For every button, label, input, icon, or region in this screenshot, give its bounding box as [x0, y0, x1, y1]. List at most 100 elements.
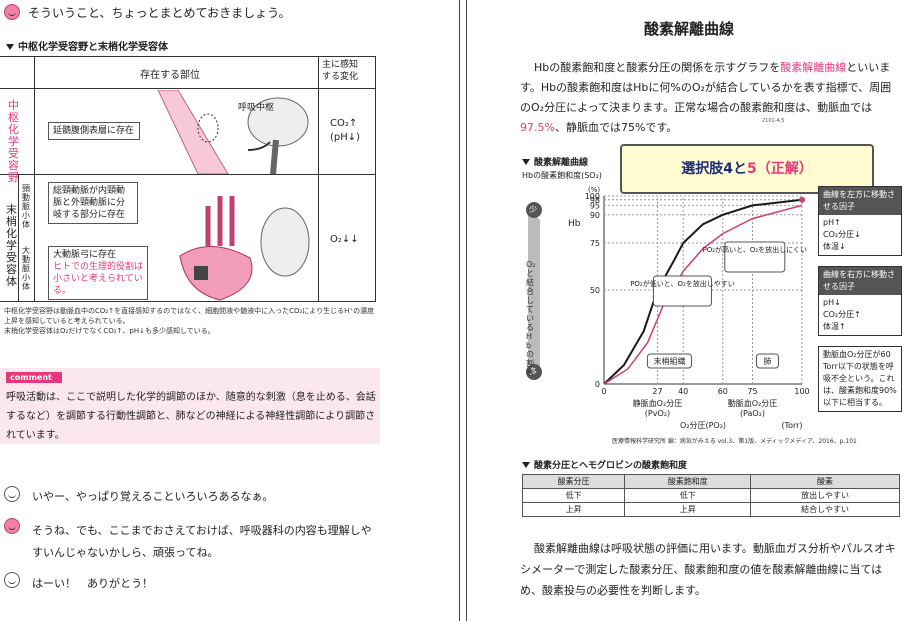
low-po2-note-box — [652, 275, 712, 307]
y-tick-label: 50 — [590, 286, 600, 295]
student-avatar-2-icon — [4, 572, 20, 588]
dialogue-nurse: そうね、でも、ここまでおさえておけば、呼吸器科の内容も理解しやすいんじゃないかし… — [32, 524, 372, 559]
triangle-marker-2-icon — [522, 159, 530, 165]
legend-left-item: CO₂分圧↓ — [823, 230, 861, 239]
note-2: 末梢化学受容体はO₂だけでなくCO₂↑、pH↓も多少感知している。 — [4, 327, 215, 335]
dialogue-student-2: はーい！ ありがとう！ — [32, 577, 153, 590]
sense-ph: (pH↓) — [330, 132, 361, 143]
aortic-location-note: 大動脈弓に存在 ヒトでの生理的役割は小さいと考えられている。 — [48, 246, 148, 300]
question-ref: 2101-4,5 — [762, 118, 785, 124]
answer-callout: 選択肢4と5（正解） — [620, 144, 874, 194]
y-tick-label: 0 — [595, 380, 600, 389]
y-tick-label: 95 — [590, 201, 600, 210]
x-sublabel-unit: (PvO₂) — [645, 409, 670, 418]
y-tick-label: 90 — [590, 211, 600, 220]
x-tick-label: 100 — [794, 387, 809, 396]
table-cell: 結合しやすい — [750, 502, 900, 517]
legend-right-head: 曲線を右方に移動させる因子 — [819, 267, 901, 295]
sense-o2: O₂↓↓ — [330, 234, 359, 245]
x-axis-label: O₂分圧(PO₂) — [680, 421, 726, 430]
band-top-label: 少 — [529, 205, 537, 214]
x-tick-label: 60 — [718, 387, 728, 396]
term-oxygen-dissociation-curve: 酸素解離曲線 — [780, 61, 847, 74]
page-divider — [459, 0, 460, 621]
chart-ylabel: Hbの酸素飽和度(SO₂) — [522, 171, 602, 180]
table-cell: 低下 — [624, 488, 752, 503]
closing-paragraph: 酸素解離曲線は呼吸状態の評価に用います。動脈血ガス分析やパルスオキシメーターで測… — [520, 542, 896, 597]
legend-left-head: 曲線を左方に移動させる因子 — [819, 187, 901, 215]
table-header: 酸素飽和度 — [624, 474, 752, 489]
arterial-saturation-value: 97.5% — [520, 121, 555, 134]
legend-right-box: 曲線を右方に移動させる因子 pH↓ CO₂分圧↑ 体温↑ — [818, 266, 902, 336]
band-bottom-label: 多 — [529, 367, 537, 376]
right-title: 酸素解離曲線 — [644, 20, 735, 38]
hb-label: Hb — [568, 219, 581, 229]
respiratory-failure-note: 動脈血O₂分圧が60 Torr以下の状態を呼吸不全という。これは、酸素飽和度90… — [818, 346, 902, 412]
sense-co2: CO₂↑ — [330, 118, 358, 129]
nurse-avatar-icon — [4, 4, 20, 20]
curve-shift — [603, 204, 803, 385]
student-avatar-icon — [4, 486, 20, 502]
y-tick-label: 100 — [585, 192, 600, 201]
row-peripheral-label: 末梢化学受容体 — [6, 203, 17, 288]
peripheral-tissue-label: 末梢組織 — [653, 356, 685, 366]
y-tick-label: 75 — [590, 239, 600, 248]
chart-source: 医療情報科学研究所 編：病気がみえる vol.3、第1版、メディックメディア、2… — [612, 438, 857, 445]
page-divider-2 — [466, 0, 467, 621]
x-tick-label: 75 — [747, 387, 757, 396]
receptor-table — [0, 56, 376, 302]
legend-right-item: 体温↑ — [823, 322, 846, 331]
x-tick-label: 40 — [678, 387, 688, 396]
comment-text: 呼吸活動は、ここで説明した化学的調節のほか、随意的な刺激（息を止める、会話するな… — [6, 392, 376, 441]
curve-point — [799, 196, 805, 203]
section-title: 中枢化学受容野と末梢化学受容体 — [6, 38, 168, 53]
low-po2-note: PO₂が低いと、O₂を放出しやすい — [630, 279, 735, 288]
nurse-avatar-2-icon — [4, 518, 20, 534]
triangle-marker-3-icon — [522, 462, 530, 468]
brain-illustration — [157, 90, 309, 174]
table-cell: 低下 — [521, 488, 626, 503]
carotid-location-note: 総頸動脈が内頸動脈と外頸動脈に分岐する部分に存在 — [48, 182, 138, 224]
legend-left-item: pH↑ — [823, 218, 841, 227]
table-cell: 上昇 — [624, 502, 752, 517]
dialogue-student-1: いやー、やっぱり覚えることいろいろあるなぁ。 — [32, 490, 274, 503]
table-title: 酸素分圧とヘモグロビンの酸素飽和度 — [522, 458, 687, 471]
chart-yunit: (%) — [588, 186, 601, 194]
triangle-marker-icon — [6, 44, 14, 50]
legend-right-item: pH↓ — [823, 298, 841, 307]
x-tick-label: 0 — [601, 387, 606, 396]
legend-left-item: 体温↓ — [823, 242, 846, 251]
x-sublabel: 静脈血O₂分圧 — [633, 398, 683, 408]
axis-band — [526, 202, 542, 380]
lung-label: 肺 — [764, 357, 772, 366]
respiratory-center-label: 呼吸中枢 — [238, 103, 275, 113]
row-central-label: 中枢化学受容野 — [8, 99, 19, 184]
intro-text: そういうこと、ちょっとまとめておきましょう。 — [28, 6, 291, 20]
chart-heading: 酸素解離曲線 — [522, 155, 588, 168]
lung-label-box — [756, 353, 779, 369]
high-po2-note-box — [724, 241, 786, 273]
note-1: 中枢化学受容野は動脈血中のCO₂↑を直接感知するのではなく、細胞間液や髄液中に入… — [4, 307, 375, 325]
x-sublabel-unit: (PaO₂) — [740, 409, 765, 418]
comment-box — [0, 368, 380, 444]
header-sense: 主に感知 する変化 — [322, 60, 359, 82]
central-location-note: 延髄腹側表層に存在 — [48, 122, 140, 140]
legend-left-box: 曲線を左方に移動させる因子 pH↑ CO₂分圧↓ 体温↓ — [818, 186, 902, 256]
table-cell: 放出しやすい — [750, 488, 900, 503]
x-tick-label: 27 — [652, 387, 662, 396]
x-axis-unit: (Torr) — [781, 421, 802, 430]
intro-paragraph: Hbの酸素飽和度と酸素分圧の関係を示すグラフを酸素解離曲線といいます。Hbの酸素… — [520, 61, 892, 134]
high-po2-note: PO₂が高いと、O₂を放出しにくい — [703, 245, 807, 254]
table-cell: 上昇 — [521, 502, 626, 517]
header-location: 存在する部位 — [140, 70, 200, 81]
band-side-label: O₂と結合しているHbの割合 — [526, 260, 536, 377]
curve-normal — [603, 198, 803, 385]
x-sublabel: 動脈血O₂分圧 — [728, 398, 778, 408]
saturation-table: 酸素分圧 酸素飽和度 酸素 低下 低下 放出しやすい 上昇 上昇 結合しやすい — [521, 474, 900, 517]
table-header: 酸素 — [750, 474, 900, 489]
heart-illustration — [179, 196, 310, 301]
aortic-body-label: 大動脈小体 — [22, 246, 30, 291]
carotid-body-label: 頸動脈小体 — [22, 184, 30, 229]
comment-label: comment — [6, 372, 62, 383]
